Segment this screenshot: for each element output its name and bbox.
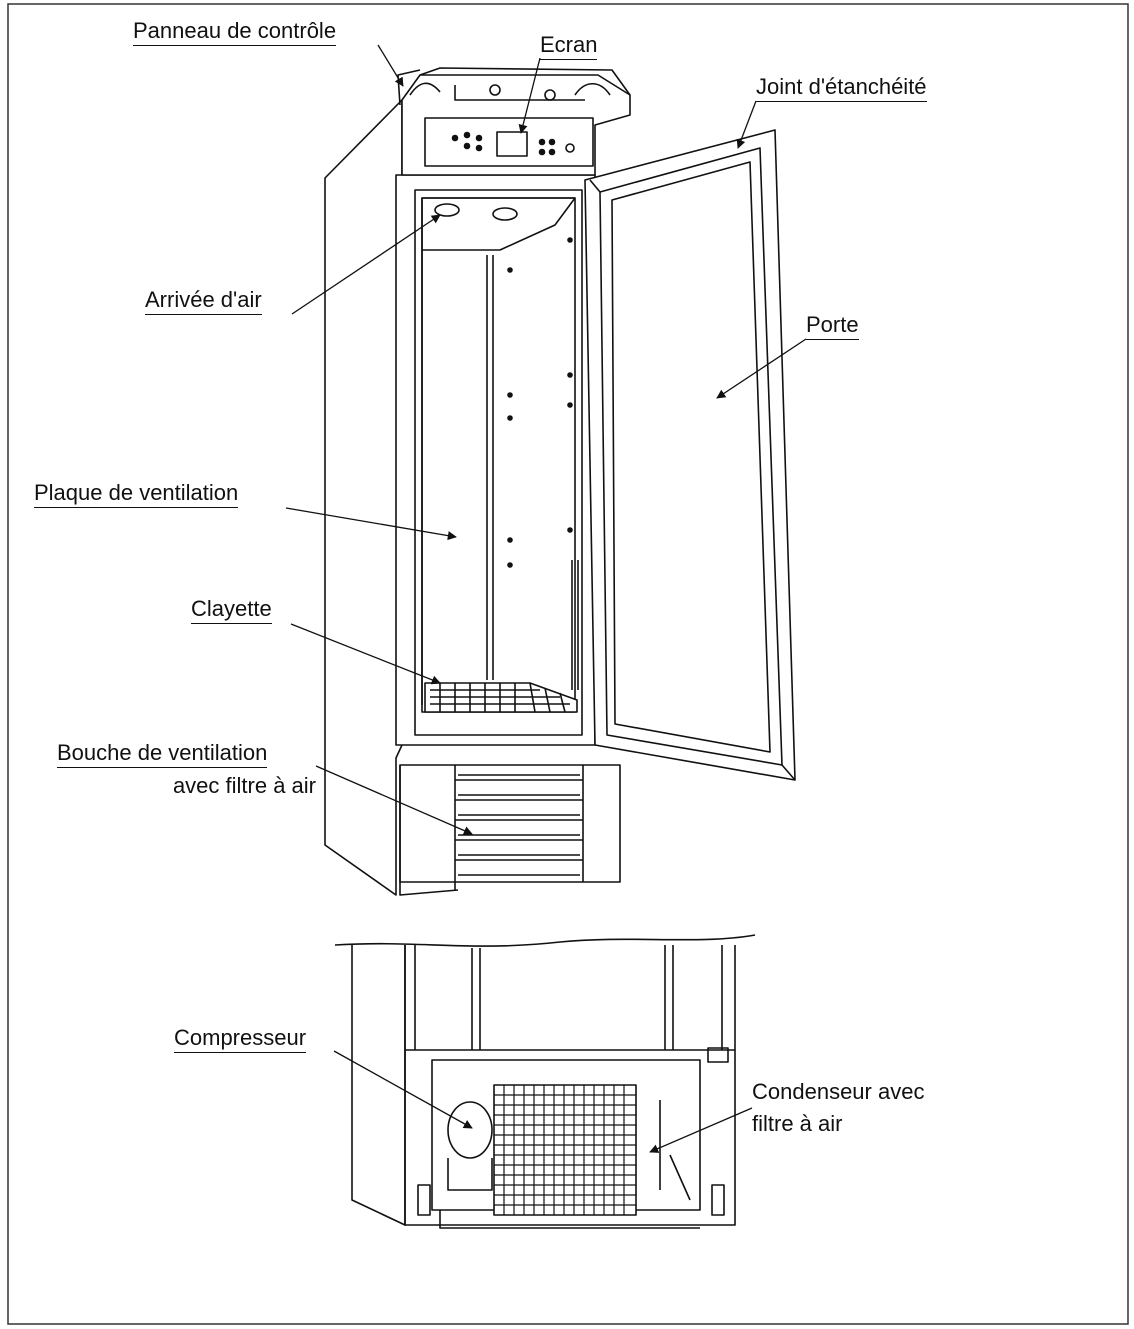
leader-bouche [315,765,473,835]
leader-lines [285,44,807,1153]
cabinet-upper [324,67,796,896]
label-condenseur-l2: filtre à air [752,1111,843,1136]
leader-compresseur [333,1050,473,1129]
cabinet-lower-detail [334,934,756,1229]
label-condenseur-l1: Condenseur avec [752,1079,925,1104]
compressor-body [447,1101,493,1159]
label-compresseur: Compresseur [174,1025,307,1053]
leader-plaque [285,507,457,541]
label-bouche-l2: avec filtre à air [172,773,316,798]
label-clayette: Clayette [191,596,272,624]
label-bouche-l1: Bouche de ventilation [57,740,268,768]
label-plaque: Plaque de ventilation [34,480,239,508]
leader-clayette [290,623,441,685]
label-panneau: Panneau de contrôle [133,18,337,46]
label-arrivee: Arrivée d'air [145,287,262,315]
condenser-coil [493,1084,637,1216]
leader-condenseur [649,1107,753,1153]
leader-panneau [377,44,404,87]
leader-joint [736,100,757,149]
leader-porte [716,338,807,399]
leader-arrivee [291,214,441,315]
label-ecran: Ecran [540,32,598,60]
label-joint: Joint d'étanchéité [756,74,927,102]
page-border [7,3,1129,1325]
label-porte: Porte [806,312,859,340]
leader-ecran [518,57,541,134]
